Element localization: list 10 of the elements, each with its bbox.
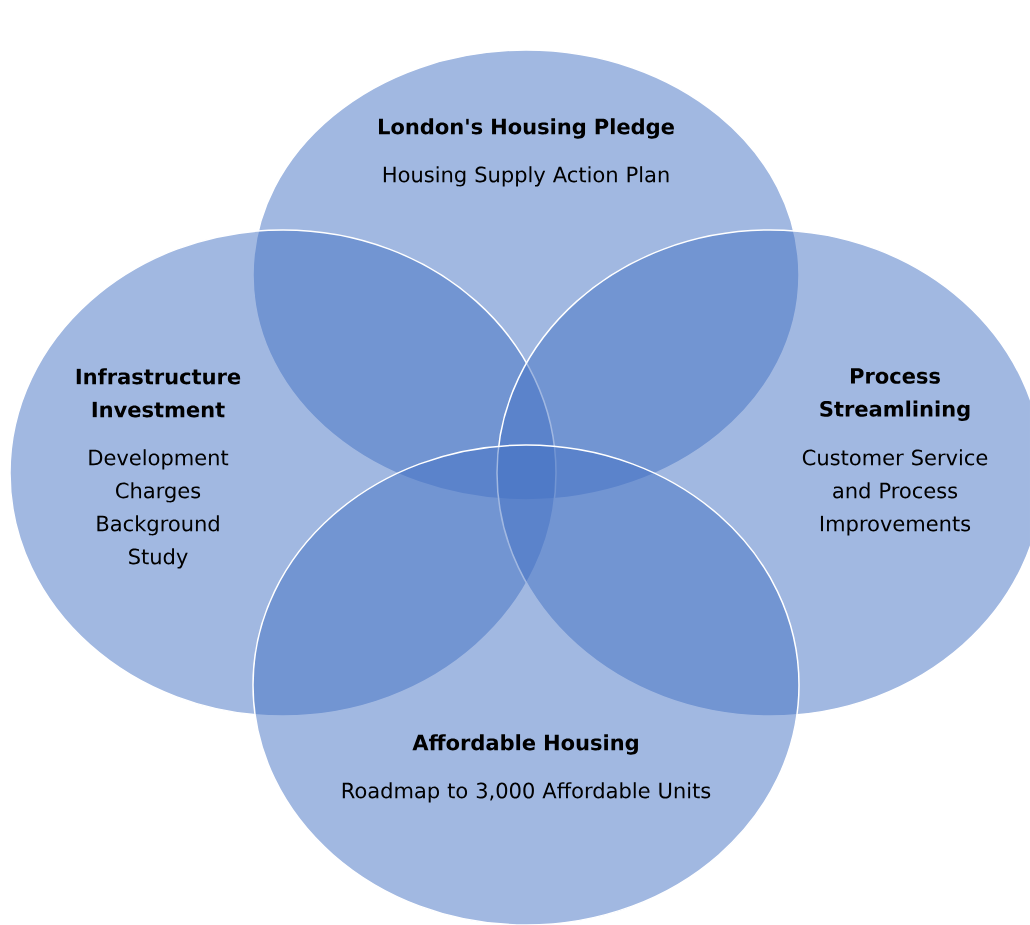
circle-text: Development Charges Background Study — [89, 449, 229, 569]
circle-text: Housing Supply Action Plan — [383, 166, 669, 187]
circle-heading: Affordable Housing — [412, 734, 638, 755]
circle-heading: Infrastructure Investment — [76, 368, 241, 418]
circle-heading: Process Streamlining — [820, 368, 970, 422]
circle-text: Roadmap to 3,000 Affordable Units — [342, 782, 711, 803]
venn-circle — [496, 229, 1030, 717]
venn-circle — [252, 444, 800, 925]
circle-heading: London's Housing Pledge — [379, 118, 674, 139]
circle-text: Customer Service and Process Improvements — [802, 449, 988, 536]
